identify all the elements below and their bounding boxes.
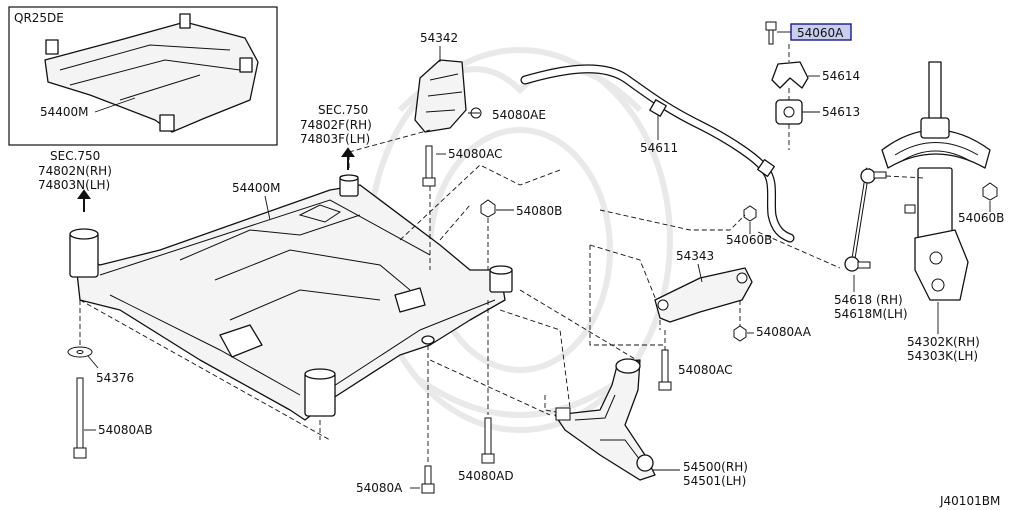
label-54080ac-low: 54080AC xyxy=(678,363,733,377)
sec-mid-arrow-icon xyxy=(341,147,355,170)
stabilizer-bar-54611[interactable] xyxy=(520,64,795,243)
label-54080a: 54080A xyxy=(356,481,403,495)
label-54376: 54376 xyxy=(96,371,134,385)
connecting-rod-54618[interactable] xyxy=(844,167,887,272)
strut-assembly[interactable] xyxy=(881,61,991,301)
label-54618m-lh: 54618M(LH) xyxy=(834,307,908,321)
bushing-54613[interactable] xyxy=(775,99,803,125)
label-54342: 54342 xyxy=(420,31,458,45)
bolt-54080ad[interactable] xyxy=(481,417,495,464)
nut-54060b-mid[interactable] xyxy=(743,205,757,222)
bolt-54080a[interactable] xyxy=(421,465,435,494)
label-crossmember: 54400M xyxy=(232,181,281,195)
bolt-54060a[interactable] xyxy=(765,21,777,45)
lower-arm-54500[interactable] xyxy=(554,358,656,481)
label-54080ae: 54080AE xyxy=(492,108,546,122)
washer-54376[interactable] xyxy=(67,346,93,358)
clamp-54614[interactable] xyxy=(771,61,809,89)
sec-left-line1: 74802N(RH) xyxy=(38,164,112,178)
stiffener-54342[interactable] xyxy=(414,59,467,133)
label-54500-rh: 54500(RH) xyxy=(683,460,748,474)
label-54080b: 54080B xyxy=(516,204,562,218)
label-54080ab: 54080AB xyxy=(98,423,153,437)
sec-mid-line2: 74803F(LH) xyxy=(300,132,370,146)
bolt-54080ab[interactable] xyxy=(73,377,87,459)
label-54080ad: 54080AD xyxy=(458,469,514,483)
sec-ref-left[interactable]: SEC.750 74802N(RH) 74803N(LH) xyxy=(38,149,112,212)
sec-mid-line1: 74802F(RH) xyxy=(300,118,372,132)
label-54302k-rh: 54302K(RH) xyxy=(907,335,980,349)
stiffener-54343[interactable] xyxy=(654,267,753,323)
label-54614: 54614 xyxy=(822,69,860,83)
label-54303k-lh: 54303K(LH) xyxy=(907,349,978,363)
sec-left-title: SEC.750 xyxy=(50,149,100,163)
label-54343: 54343 xyxy=(676,249,714,263)
sec-mid-title: SEC.750 xyxy=(318,103,368,117)
label-54611: 54611 xyxy=(640,141,678,155)
inset-engine-code: QR25DE xyxy=(14,11,64,25)
label-54618-rh: 54618 (RH) xyxy=(834,293,903,307)
nut-54080b[interactable] xyxy=(480,199,496,218)
label-54080aa: 54080AA xyxy=(756,325,812,339)
bolt-54080aa[interactable] xyxy=(733,325,747,342)
label-54060a: 54060A xyxy=(797,26,844,40)
sec-left-line2: 74803N(LH) xyxy=(38,178,110,192)
bolt-54080ac-top[interactable] xyxy=(422,145,436,187)
label-54501-lh: 54501(LH) xyxy=(683,474,746,488)
inset-qr25de: QR25DE 54400M xyxy=(8,6,278,146)
label-54060b-right: 54060B xyxy=(958,211,1004,225)
crossmember-54400m[interactable] xyxy=(69,174,513,421)
label-54080ac-top: 54080AC xyxy=(448,147,503,161)
nut-54060b-right[interactable] xyxy=(982,182,998,201)
sec-left-arrow-icon xyxy=(77,189,91,212)
sec-ref-mid[interactable]: SEC.750 74802F(RH) 74803F(LH) xyxy=(300,103,372,170)
inset-crossmember-drawing xyxy=(44,13,259,133)
label-54060b-mid: 54060B xyxy=(726,233,772,247)
bolt-54080ac-low[interactable] xyxy=(658,349,672,391)
label-54613: 54613 xyxy=(822,105,860,119)
inset-part-label: 54400M xyxy=(40,105,89,119)
diagram-code: J40101BM xyxy=(939,494,1000,508)
assembly-guide-lines xyxy=(79,44,926,464)
